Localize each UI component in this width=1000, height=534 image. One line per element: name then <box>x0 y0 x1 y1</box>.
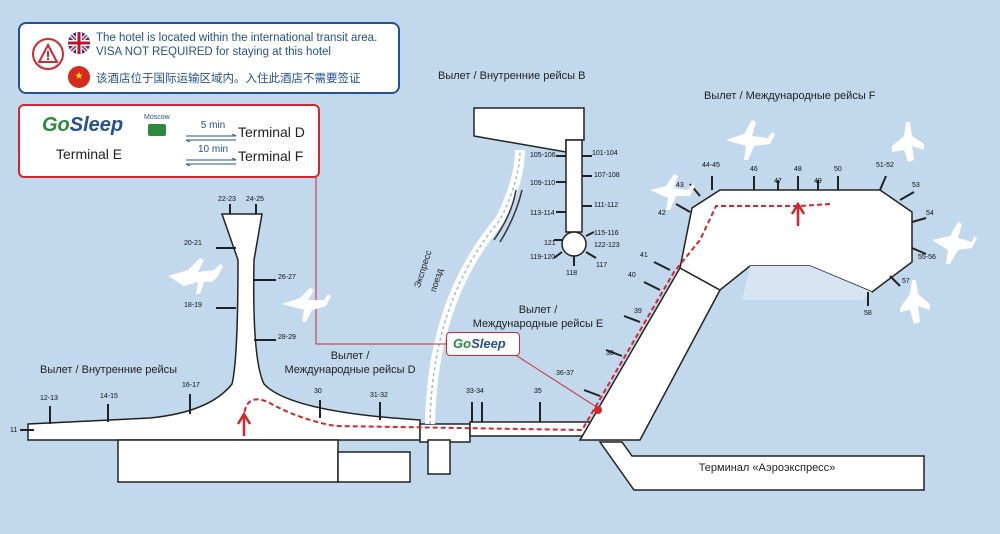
gate-label: 121 <box>544 240 556 247</box>
gate-label: 109-110 <box>530 180 556 187</box>
terminal-f-building <box>679 189 913 293</box>
gate-label: 38 <box>606 350 614 357</box>
gate-label: 113-114 <box>530 210 555 217</box>
terminal-d-piers <box>20 204 381 431</box>
gate-label: 44-45 <box>702 162 720 169</box>
gate-label: 105-106 <box>530 152 556 159</box>
visa-notice: The hotel is located within the internat… <box>18 22 400 94</box>
route-start-arrow <box>236 411 252 436</box>
gate-label: 39 <box>634 308 642 315</box>
aeroexpress-terminal <box>598 441 925 491</box>
gate-label: 55-56 <box>918 254 936 261</box>
gate-label: 22-23 <box>218 196 236 203</box>
gate-label: 31-32 <box>370 392 388 399</box>
terminal-e-building <box>578 266 722 441</box>
gate-label: 115-116 <box>594 230 619 237</box>
gate-label: 36-37 <box>556 370 574 377</box>
terminal-d-label-2: Международные рейсы D <box>284 364 416 376</box>
gate-label: 14-15 <box>100 393 118 400</box>
route-end-arrow <box>790 201 806 226</box>
gosleep-hotel-marker: GoSleep <box>446 332 520 356</box>
gate-label: 28-29 <box>278 334 296 341</box>
gosleep-city: Moscow <box>144 114 170 121</box>
terminal-d-building <box>27 213 471 483</box>
gate-label: 48 <box>794 166 802 173</box>
train-direction-arrow-left <box>493 189 517 241</box>
notice-text-en-2: VISA NOT REQUIRED for staying at this ho… <box>96 46 331 58</box>
train-direction-arrow-right <box>499 189 523 243</box>
two-way-arrow-icon <box>185 134 237 142</box>
gate-label: 46 <box>750 166 758 173</box>
gate-label: 42 <box>658 210 666 217</box>
gate-label: 118 <box>566 270 578 277</box>
gate-label: 40 <box>628 272 636 279</box>
gate-label: 101-104 <box>592 150 618 157</box>
gate-label: 107-108 <box>594 172 620 179</box>
gate-label: 24-25 <box>246 196 264 203</box>
china-flag-icon: ★ <box>68 66 90 88</box>
gate-label: 119-120 <box>530 254 556 261</box>
terminal-b-piers <box>553 155 597 266</box>
gate-label: 43 <box>676 182 684 189</box>
aeroexpress-label: Терминал «Аэроэкспресс» <box>698 462 836 474</box>
gate-label: 12-13 <box>40 395 58 402</box>
gate-label: 18-19 <box>184 302 202 309</box>
terminal-f-label: Вылет / Международные рейсы F <box>704 90 876 102</box>
gate-label: 41 <box>640 252 648 259</box>
gate-label: 51-52 <box>876 162 894 169</box>
gate-label: 111-112 <box>594 202 619 209</box>
domestic-departures-label: Вылет / Внутренние рейсы <box>40 364 178 376</box>
gate-label: 16-17 <box>182 382 200 389</box>
terminal-e-label-2: Международные рейсы E <box>472 318 604 330</box>
gate-label: 57 <box>902 278 910 285</box>
gate-label: 35 <box>534 388 542 395</box>
gate-label: 117 <box>596 262 608 269</box>
gosleep-box-leader <box>315 178 446 345</box>
terminal-b-label: Вылет / Внутренние рейсы B <box>438 70 586 82</box>
terminal-d-label-1: Вылет / <box>330 350 370 362</box>
origin-terminal: Terminal E <box>56 146 123 162</box>
hotel-location-dot <box>594 406 602 414</box>
gate-label: 122-123 <box>594 242 620 249</box>
train-track-center <box>429 149 521 425</box>
gate-label: 50 <box>834 166 842 173</box>
gosleep-transfer-box: GoSleep Moscow Terminal E 5 min Terminal… <box>18 104 320 178</box>
gate-label: 30 <box>314 388 322 395</box>
notice-text-en-1: The hotel is located within the internat… <box>96 32 378 44</box>
bed-icon <box>148 124 166 136</box>
walking-route <box>243 203 831 432</box>
terminal-e-label-1: Вылет / <box>518 304 558 316</box>
gate-label: 20-21 <box>184 240 202 247</box>
terminal-f-piers <box>675 175 927 306</box>
route-time-d: 5 min <box>200 120 226 131</box>
plane-icons <box>168 120 977 324</box>
gate-label: 47 <box>774 178 782 185</box>
gosleep-logo: GoSleep <box>42 114 124 136</box>
destination-terminal-d: Terminal D <box>238 124 305 140</box>
terminal-e-piers-west <box>471 402 541 422</box>
terminal-b-building <box>473 107 587 257</box>
notice-text-cn: 该酒店位于国际运输区域内。入住此酒店不需要签证 <box>96 73 361 85</box>
terminal-f-apron <box>742 266 872 300</box>
gosleep-logo: GoSleep <box>453 336 506 351</box>
uk-flag-icon <box>68 32 90 54</box>
route-time-f: 10 min <box>197 144 228 155</box>
gate-label: 53 <box>912 182 920 189</box>
train-track <box>425 149 525 425</box>
terminal-e-piers <box>583 261 671 397</box>
gate-label: 58 <box>864 310 872 317</box>
gate-label: 33-34 <box>466 388 484 395</box>
gate-label: 54 <box>926 210 934 217</box>
warning-icon <box>32 38 64 70</box>
gate-label: 11 <box>10 427 18 434</box>
two-way-arrow-icon <box>185 158 237 166</box>
gate-label: 26-27 <box>278 274 296 281</box>
gosleep-marker-leader <box>513 353 599 409</box>
destination-terminal-f: Terminal F <box>238 148 304 164</box>
gate-label: 49 <box>814 178 822 185</box>
